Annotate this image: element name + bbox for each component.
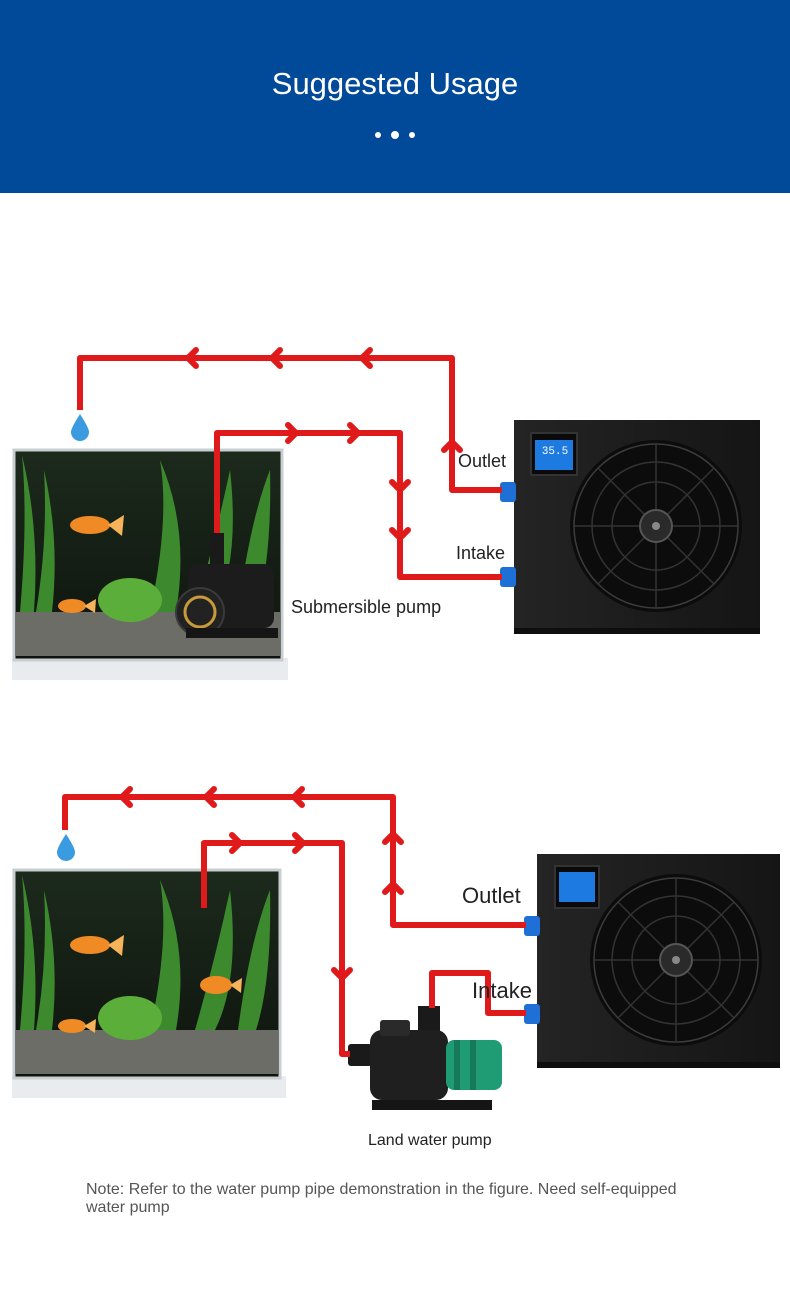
pump-label: Land water pump bbox=[368, 1132, 492, 1149]
aquarium-tank bbox=[12, 448, 288, 680]
submersible-pump-icon bbox=[175, 533, 278, 638]
intake-fitting bbox=[524, 1004, 540, 1024]
outlet-fitting bbox=[500, 482, 516, 502]
land-pump-icon bbox=[348, 1006, 502, 1110]
dot-icon bbox=[375, 131, 381, 138]
outlet-label: Outlet bbox=[462, 883, 521, 908]
pipe-lines bbox=[62, 794, 526, 1057]
header-banner: Suggested Usage bbox=[0, 0, 790, 193]
heat-pump-unit bbox=[500, 420, 760, 634]
dot-icon bbox=[409, 131, 415, 138]
flow-arrow-icon bbox=[119, 786, 404, 981]
page-title: Suggested Usage bbox=[271, 66, 519, 101]
usage-note: Note: Refer to the water pump pipe demon… bbox=[86, 1181, 677, 1216]
fan-icon bbox=[570, 440, 742, 612]
aquarium-tank bbox=[12, 868, 286, 1098]
title-dots bbox=[0, 126, 790, 144]
display-reading: 35.5 bbox=[541, 446, 569, 458]
diagram-land-pump bbox=[12, 786, 780, 1110]
pump-label: Submersible pump bbox=[291, 597, 442, 617]
water-droplet-icon bbox=[57, 834, 75, 861]
intake-label: Intake bbox=[456, 543, 506, 563]
outlet-label: Outlet bbox=[458, 451, 507, 471]
fish-icon bbox=[58, 935, 242, 1033]
intake-label: Intake bbox=[472, 978, 532, 1003]
dot-icon bbox=[391, 130, 399, 139]
fan-icon bbox=[590, 874, 762, 1046]
outlet-fitting bbox=[524, 916, 540, 936]
water-droplet-icon bbox=[71, 414, 89, 441]
fish-icon bbox=[58, 515, 124, 613]
heat-pump-unit bbox=[524, 854, 780, 1068]
flow-arrow-icon bbox=[185, 347, 463, 541]
intake-fitting bbox=[500, 567, 516, 587]
diagram-submersible bbox=[12, 347, 760, 680]
pipe-lines bbox=[77, 355, 502, 580]
